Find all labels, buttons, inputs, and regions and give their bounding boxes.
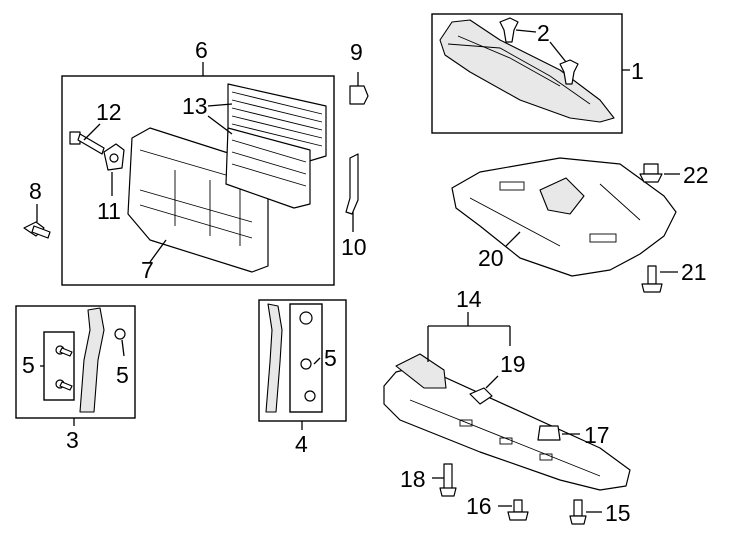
callout-11: 11 — [97, 198, 121, 224]
group-box-3 — [15, 305, 136, 419]
callout-10: 10 — [341, 234, 367, 260]
bracket-10-part — [345, 153, 359, 215]
nut-17-part — [537, 425, 561, 441]
callout-6: 6 — [195, 37, 208, 63]
leader-13a — [207, 103, 233, 107]
actuator-bracket-part — [103, 143, 125, 171]
callout-4: 4 — [295, 431, 308, 457]
callout-12: 12 — [96, 99, 122, 125]
callout-14: 14 — [456, 286, 482, 312]
callout-17: 17 — [584, 422, 610, 448]
leader-2b — [549, 41, 567, 63]
group-box-6 — [61, 75, 335, 286]
push-pin-clip-part — [499, 17, 579, 85]
leader-5c — [313, 357, 321, 365]
bolt-21-part — [641, 265, 663, 293]
bolt-15-part — [569, 499, 587, 525]
nut-22-part — [639, 163, 663, 183]
callout-2: 2 — [537, 20, 550, 46]
callout-5a: 5 — [22, 352, 35, 378]
callout-21: 21 — [681, 259, 707, 285]
bolt-12-part — [69, 131, 105, 155]
bolt-18-part — [439, 463, 457, 497]
clip-9-part — [349, 85, 369, 105]
bolt-8-part — [23, 221, 51, 239]
callout-5b: 5 — [116, 362, 129, 388]
bolt-16-part — [507, 499, 529, 521]
group-box-1 — [431, 13, 623, 134]
callout-1: 1 — [631, 58, 644, 84]
leader-7 — [149, 239, 167, 263]
leader-19 — [485, 375, 499, 389]
callout-18: 18 — [400, 466, 426, 492]
leader-20 — [505, 231, 521, 247]
bolt-set-box-4 — [289, 303, 323, 413]
side-seal-left-part — [79, 307, 105, 413]
callout-20: 20 — [478, 245, 504, 271]
callout-19: 19 — [500, 351, 526, 377]
leader-14 — [427, 312, 511, 362]
callout-9: 9 — [350, 39, 363, 65]
callout-3: 3 — [66, 427, 79, 453]
callout-7: 7 — [141, 257, 154, 283]
leader-5b — [121, 339, 125, 357]
bolt-5-right-parts — [299, 311, 316, 402]
bolt-5-left-parts — [55, 328, 126, 391]
callout-16: 16 — [466, 493, 492, 519]
leader-2a — [515, 29, 537, 33]
leader-13b — [207, 115, 233, 135]
callout-8: 8 — [29, 178, 42, 204]
front-lower-shield-part — [383, 353, 631, 491]
callout-15: 15 — [605, 500, 631, 526]
clip-19-part — [469, 387, 493, 405]
shutter-louvers-part — [225, 83, 327, 209]
callout-13: 13 — [182, 93, 208, 119]
lower-shield-part — [451, 157, 677, 277]
upper-air-deflector-part — [439, 19, 615, 123]
callout-5c: 5 — [324, 345, 337, 371]
callout-22: 22 — [683, 162, 709, 188]
leader-12 — [83, 123, 101, 141]
side-seal-right-part — [265, 303, 283, 413]
